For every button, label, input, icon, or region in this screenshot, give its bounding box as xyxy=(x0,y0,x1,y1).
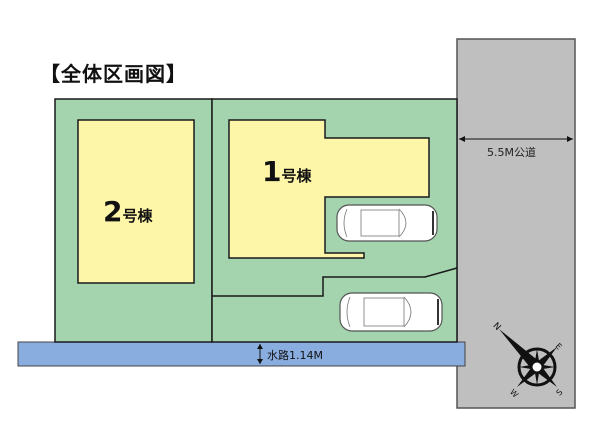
page-title: 【全体区画図】 xyxy=(40,62,187,86)
car-icon xyxy=(336,204,438,242)
building-1 xyxy=(228,119,430,259)
building-2-suffix: 号棟 xyxy=(122,207,153,225)
waterway-label: 水路1.14M xyxy=(267,349,323,362)
lot-1-boundary xyxy=(212,267,458,297)
road-label: 5.5M公道 xyxy=(487,146,536,159)
building-1-number: 1 xyxy=(262,155,282,188)
road-width-dimension xyxy=(459,136,573,142)
building-2 xyxy=(77,119,195,284)
public-road xyxy=(456,38,576,409)
building-1-suffix: 号棟 xyxy=(281,167,312,185)
building-2-label: 2号棟 xyxy=(103,195,153,228)
building-2-number: 2 xyxy=(103,195,123,228)
waterway xyxy=(17,341,466,367)
building-1-label: 1号棟 xyxy=(262,155,312,188)
car-icon xyxy=(339,292,443,332)
waterway-width-dimension xyxy=(257,344,263,364)
compass-icon xyxy=(499,329,557,387)
